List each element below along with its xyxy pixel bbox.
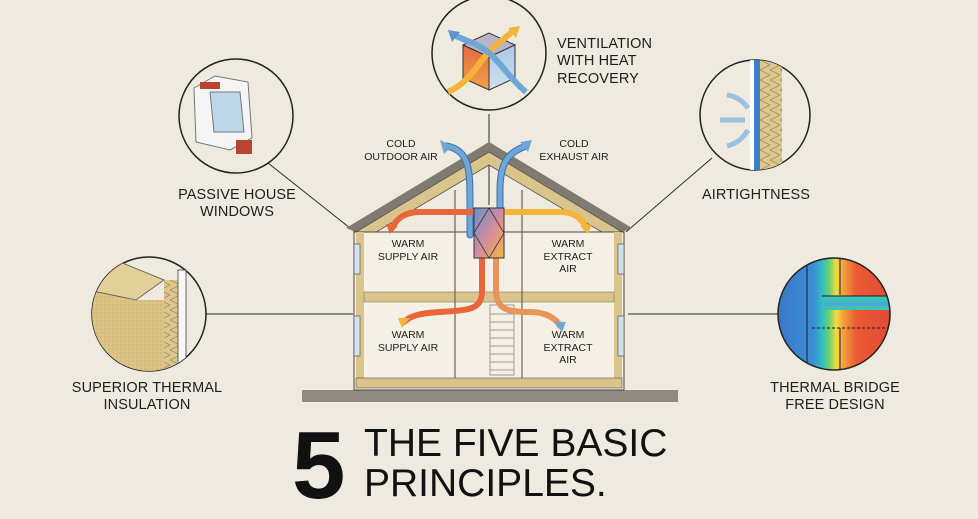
window-frame-section-icon <box>178 58 294 174</box>
label-upper-extract-air: WARM EXTRACT AIR <box>540 238 596 276</box>
title-line-1: THE FIVE BASIC <box>364 422 668 465</box>
title-number: 5 <box>292 412 346 519</box>
title-line-2: PRINCIPLES. <box>364 461 607 505</box>
label-line: COLD <box>559 138 589 150</box>
label-line: EXHAUST AIR <box>539 150 609 163</box>
label-line: SUPPLY AIR <box>377 341 439 354</box>
heat-recovery-cube-icon <box>431 0 547 111</box>
label-line: WARM <box>551 238 585 250</box>
insulation-block-icon <box>91 256 207 372</box>
arrow-heads <box>386 140 592 332</box>
airtight-wall-icon <box>699 59 811 171</box>
label-line: INSULATION <box>103 397 191 414</box>
label-line: WARM <box>391 238 425 250</box>
label-cold-outdoor-air: COLD OUTDOOR AIR <box>364 138 438 163</box>
label-line: COLD <box>386 138 416 150</box>
connector-lines <box>206 114 778 315</box>
label-line: EXTRACT <box>543 250 593 263</box>
air-ducts <box>389 142 589 329</box>
label-line: FREE DESIGN <box>785 397 885 414</box>
label-insulation: SUPERIOR THERMAL INSULATION <box>62 380 232 415</box>
label-line: THERMAL BRIDGE <box>770 380 900 396</box>
label-line: WITH HEAT <box>557 53 637 70</box>
label-line: AIR <box>559 354 577 367</box>
label-cold-exhaust-air: COLD EXHAUST AIR <box>534 138 614 163</box>
page-title: THE FIVE BASIC PRINCIPLES. <box>364 424 667 504</box>
label-thermal-bridge: THERMAL BRIDGE FREE DESIGN <box>755 380 915 415</box>
ground <box>302 390 678 402</box>
label-line: WINDOWS <box>200 204 274 221</box>
label-line: AIRTIGHTNESS <box>701 187 811 203</box>
label-line: PASSIVE HOUSE <box>178 187 296 203</box>
label-ventilation: VENTILATION WITH HEAT RECOVERY <box>557 36 652 88</box>
hrv-unit-icon <box>473 207 505 259</box>
label-airtightness: AIRTIGHTNESS <box>695 187 817 204</box>
label-line: EXTRACT <box>543 341 593 354</box>
label-line: AIR <box>559 263 577 276</box>
label-lower-supply-air: WARM SUPPLY AIR <box>376 329 440 354</box>
label-line: OUTDOOR AIR <box>364 150 438 163</box>
label-line: WARM <box>391 329 425 341</box>
label-line: RECOVERY <box>557 70 639 87</box>
label-upper-supply-air: WARM SUPPLY AIR <box>376 238 440 263</box>
label-windows: PASSIVE HOUSE WINDOWS <box>157 187 317 222</box>
label-line: VENTILATION <box>557 36 653 52</box>
label-line: SUPERIOR THERMAL <box>71 380 223 396</box>
thermal-gradient-icon <box>777 257 891 371</box>
label-lower-extract-air: WARM EXTRACT AIR <box>540 329 596 367</box>
label-line: SUPPLY AIR <box>377 250 439 263</box>
label-line: WARM <box>551 329 585 341</box>
